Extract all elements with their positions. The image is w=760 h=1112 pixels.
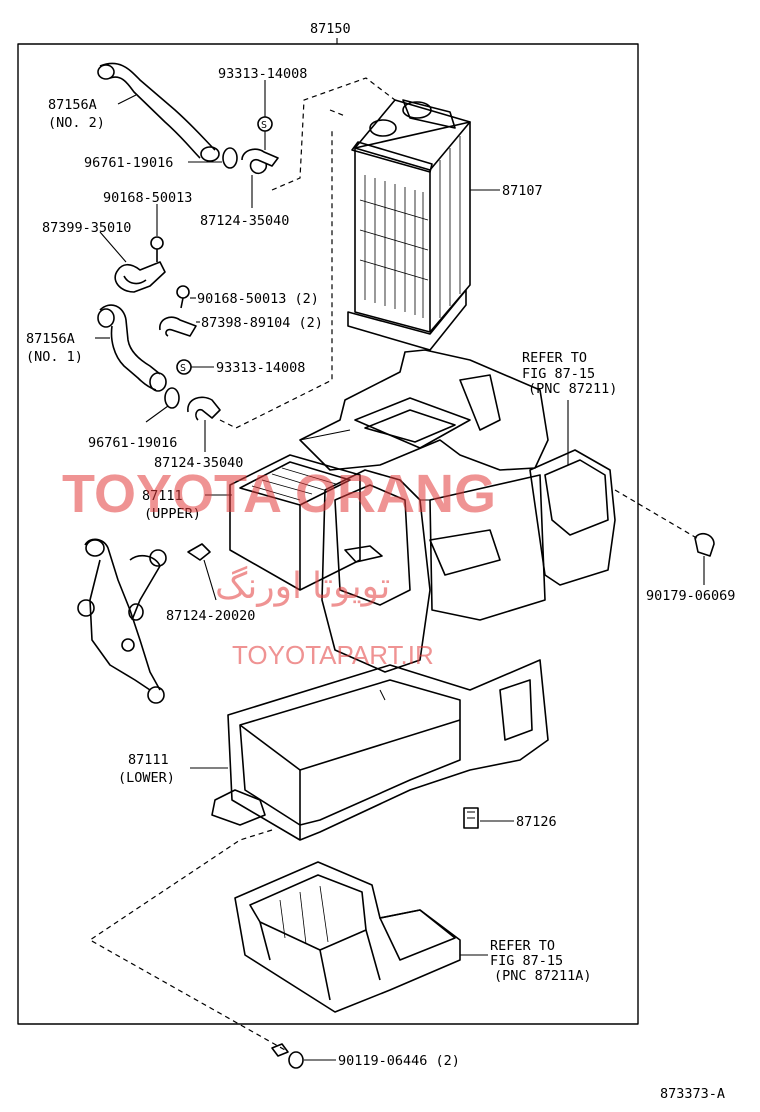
clip-87126: 87126 <box>463 807 557 830</box>
bracket-87399: 90168-50013 87399-35010 90168-50013 (2) … <box>42 190 323 337</box>
s-mark-mid: S <box>180 363 186 374</box>
label-96761-mid: 96761-19016 <box>88 435 177 451</box>
label-87156a-no1: 87156A <box>26 331 75 347</box>
assembly-frame: 87150 <box>17 21 639 1025</box>
dashed-leaders <box>88 77 701 1051</box>
label-87111-lower: 87111 <box>128 752 169 768</box>
refer-top-line1: REFER TO <box>522 350 587 366</box>
blower-case-bottom: REFER TO FIG 87-15 (PNC 87211A) <box>234 861 592 1013</box>
bolt-90119: 90119-06446 (2) <box>271 1043 460 1069</box>
watermark: TOYOTA ORANG تویوتا اورنگ TOYOTAPART.IR <box>62 464 496 670</box>
fastener-90179: 90179-06069 <box>646 532 735 604</box>
label-87399: 87399-35010 <box>42 220 131 236</box>
hose-87156a-no2: 87156A (NO. 2) <box>48 62 220 162</box>
label-87124-20020: 87124-20020 <box>166 608 255 624</box>
label-87124-top: 87124-35040 <box>200 213 289 229</box>
watermark-main: TOYOTA ORANG <box>62 464 496 524</box>
heater-case-upper <box>299 349 616 673</box>
label-90168-a: 90168-50013 <box>103 190 192 206</box>
refer-bot-line1: REFER TO <box>490 938 555 954</box>
label-87150: 87150 <box>310 21 351 37</box>
case-87111-lower: 87111 (LOWER) <box>118 659 549 841</box>
label-90119: 90119-06446 (2) <box>338 1053 460 1069</box>
pipe-bracket <box>77 538 167 704</box>
label-87107: 87107 <box>502 183 543 199</box>
refer-bot-line3: (PNC 87211A) <box>494 968 592 984</box>
label-87156a-no2-sub: (NO. 2) <box>48 115 105 131</box>
label-90179: 90179-06069 <box>646 588 735 604</box>
label-87111-upper-sub: (UPPER) <box>144 506 201 522</box>
watermark-site: TOYOTAPART.IR <box>232 640 434 670</box>
label-87111-upper: 87111 <box>142 488 183 504</box>
refer-top-line3: (PNC 87211) <box>528 381 617 397</box>
label-87126: 87126 <box>516 814 557 830</box>
label-93313-mid: 93313-14008 <box>216 360 305 376</box>
label-90168-b: 90168-50013 (2) <box>197 291 319 307</box>
case-87111-upper: 87111 (UPPER) <box>142 454 361 591</box>
s-mark-top: S <box>261 120 267 131</box>
watermark-arabic: تویوتا اورنگ <box>215 565 390 607</box>
refer-bot-line2: FIG 87-15 <box>490 953 563 969</box>
hose-87156a-no1: 87156A (NO. 1) <box>26 304 167 392</box>
heater-core-87107: 87107 <box>347 99 543 351</box>
label-87156a-no2: 87156A <box>48 97 97 113</box>
refer-top-line2: FIG 87-15 <box>522 366 595 382</box>
label-87156a-no1-sub: (NO. 1) <box>26 349 83 365</box>
label-96761-top: 96761-19016 <box>84 155 173 171</box>
label-93313-top: 93313-14008 <box>218 66 307 82</box>
fittings-mid: S 93313-14008 96761-19016 87124-35040 <box>88 359 305 471</box>
label-87398: 87398-89104 (2) <box>201 315 323 331</box>
label-87111-lower-sub: (LOWER) <box>118 770 175 786</box>
refer-note-top: REFER TO FIG 87-15 (PNC 87211) <box>522 350 617 465</box>
label-87124-mid: 87124-35040 <box>154 455 243 471</box>
fittings-top: 96761-19016 87124-35040 S 93313-14008 <box>84 66 307 229</box>
clip-87124-20020: 87124-20020 <box>166 543 255 624</box>
figure-id: 873373-A <box>660 1086 725 1102</box>
